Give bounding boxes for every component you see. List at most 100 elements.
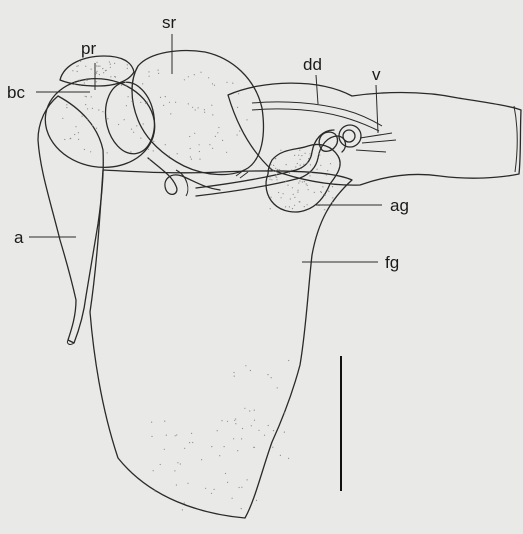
stipple-dot: [133, 132, 134, 133]
stipple-dot: [249, 410, 250, 411]
stipple-dot: [154, 490, 155, 491]
stipple-dot: [187, 483, 188, 484]
stipple-dot: [153, 470, 154, 471]
stipple-dot: [78, 139, 79, 140]
stipple-dot: [253, 447, 254, 448]
stipple-dot: [233, 372, 234, 373]
stipple-dot: [74, 84, 75, 85]
stipple-dot: [107, 152, 108, 153]
stipple-dot: [310, 172, 311, 173]
stipple-dot: [198, 107, 199, 108]
stipple-dot: [153, 150, 154, 151]
stipple-dot: [75, 126, 76, 127]
stipple-dot: [124, 119, 125, 120]
stipple-dot: [62, 118, 63, 119]
stipple-dot: [80, 61, 81, 62]
stipple-dot: [324, 209, 325, 210]
stipple-dot: [110, 64, 111, 65]
stipple-dot: [177, 462, 178, 463]
stipple-dot: [194, 74, 195, 75]
stipple-dot: [284, 413, 285, 414]
leader-dd: [316, 75, 318, 104]
stipple-dot: [85, 66, 86, 67]
stipple-dot: [188, 76, 189, 77]
stipple-dot: [96, 62, 97, 63]
stipple-dot: [199, 151, 200, 152]
stipple-dot: [96, 72, 97, 73]
stipple-dot: [163, 105, 164, 106]
stipple-dot: [289, 206, 290, 207]
stipple-dot: [110, 76, 111, 77]
stipple-dot: [153, 141, 154, 142]
stipple-dot: [314, 192, 315, 193]
stipple-dot: [327, 170, 328, 171]
stipple-dot: [215, 136, 216, 137]
stipple-dot: [166, 435, 167, 436]
stipple-dot: [271, 197, 272, 198]
stipple-dot: [214, 85, 215, 86]
stipple-dot: [91, 96, 92, 97]
stipple-dot: [298, 182, 299, 183]
stipple-dot: [320, 191, 321, 192]
stipple-dot: [327, 190, 328, 191]
stipple-dot: [106, 70, 107, 71]
stipple-dot: [284, 432, 285, 433]
stipple-dot: [280, 150, 281, 151]
stipple-dot: [298, 190, 299, 191]
stipple-dot: [292, 208, 293, 209]
stipple-dot: [136, 125, 137, 126]
stipple-dot: [219, 455, 220, 456]
stipple-dot: [226, 82, 227, 83]
stipple-dot: [212, 114, 213, 115]
stipple-dot: [209, 144, 210, 145]
stipple-dot: [91, 69, 92, 70]
stipple-dot: [239, 130, 240, 131]
stipple-dot: [170, 113, 171, 114]
label-v: v: [372, 65, 381, 84]
stipple-dot: [332, 186, 333, 187]
stipple-dot: [85, 104, 86, 105]
stipple-dot: [114, 76, 115, 77]
stipple-dot: [125, 82, 126, 83]
stipple-dot: [204, 112, 205, 113]
stipple-dot: [235, 423, 236, 424]
stipple-dot: [300, 165, 301, 166]
label-sr: sr: [162, 13, 177, 32]
stipple-dot: [140, 138, 141, 139]
stipple-dot: [184, 502, 185, 503]
stipple-dot: [192, 442, 193, 443]
stipple-dot: [288, 458, 289, 459]
stipple-dot: [285, 206, 286, 207]
stipple-dot: [191, 159, 192, 160]
stipple-dot: [272, 447, 273, 448]
stipple-dot: [131, 129, 132, 130]
stipple-dot: [247, 479, 248, 480]
stipple-dot: [200, 72, 201, 73]
stipple-dot: [301, 155, 302, 156]
stipple-dot: [145, 103, 146, 104]
stipple-dot: [204, 109, 205, 110]
stipple-dot: [127, 68, 128, 69]
stipple-dot: [251, 425, 252, 426]
stipple-dot: [212, 148, 213, 149]
stipple-dot: [142, 83, 143, 84]
stipple-dot: [148, 149, 149, 150]
stipple-dot: [86, 96, 87, 97]
stipple-dot: [87, 108, 88, 109]
stipple-dot: [294, 197, 295, 198]
stipple-dot: [180, 463, 181, 464]
stipple-dot: [275, 171, 276, 172]
stipple-dot: [70, 138, 71, 139]
stipple-dot: [307, 185, 308, 186]
stipple-dot: [293, 194, 294, 195]
stipple-dot: [325, 195, 326, 196]
stipple-dot: [319, 153, 320, 154]
stipple-dot: [256, 500, 257, 501]
label-pr: pr: [81, 39, 96, 58]
stipple-dot: [286, 164, 287, 165]
stipple-dot: [330, 163, 331, 164]
stipple-dot: [78, 65, 79, 66]
stipple-dot: [275, 176, 276, 177]
stipple-dot: [273, 430, 274, 431]
stipple-dot: [92, 108, 93, 109]
